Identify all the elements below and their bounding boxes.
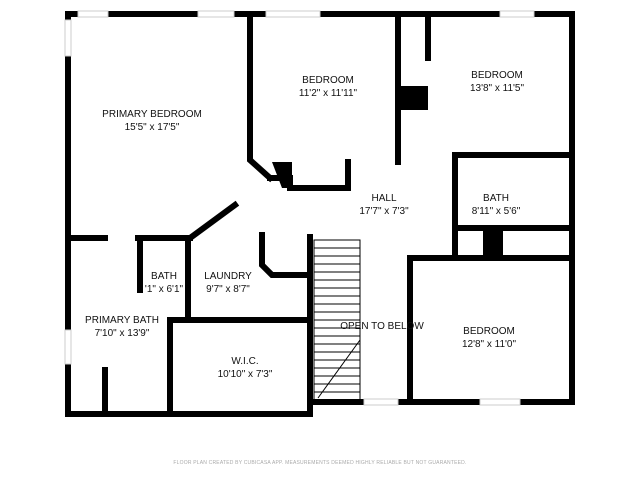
room-size: 13'8" x 11'5" [469, 83, 525, 94]
windows [64, 10, 535, 406]
room-hall: HALL 17'7" x 7'3" [359, 192, 408, 218]
room-open-to-below: OPEN TO BELOW [340, 320, 424, 333]
room-name: BEDROOM [463, 326, 515, 337]
room-name: BEDROOM [302, 75, 354, 86]
room-size: '1" x 6'1" [144, 284, 184, 295]
stairs [313, 239, 361, 401]
room-name: PRIMARY BATH [85, 315, 159, 326]
room-laundry: LAUNDRY 9'7" x 8'7" [204, 270, 252, 296]
room-size: 9'7" x 8'7" [206, 284, 250, 295]
room-size: 17'7" x 7'3" [359, 206, 409, 217]
room-name: BATH [151, 271, 177, 282]
room-name: PRIMARY BEDROOM [102, 109, 202, 120]
room-size: 8'11" x 5'6" [471, 206, 521, 217]
room-primary-bedroom: PRIMARY BEDROOM 15'5" x 17'5" [102, 108, 202, 134]
room-size: 7'10" x 13'9" [94, 328, 150, 339]
room-name: OPEN TO BELOW [340, 321, 424, 332]
room-name: LAUNDRY [204, 271, 252, 282]
room-bedroom-4: BEDROOM 12'8" x 11'0" [462, 325, 516, 351]
room-size: 10'10" x 7'3" [217, 369, 273, 380]
room-name: W.I.C. [231, 356, 259, 367]
room-wic: W.I.C. 10'10" x 7'3" [218, 355, 273, 381]
room-bedroom-2: BEDROOM 11'2" x 11'11" [299, 74, 357, 100]
room-bath: BATH 8'11" x 5'6" [472, 192, 521, 218]
walls [65, 11, 575, 417]
corner-block [272, 162, 292, 188]
room-size: 15'5" x 17'5" [124, 122, 180, 133]
fixture-block [483, 228, 503, 258]
room-size: 11'2" x 11'11" [298, 88, 358, 99]
room-name: HALL [371, 193, 397, 204]
room-name: BEDROOM [471, 70, 523, 81]
room-name: BATH [483, 193, 509, 204]
closet-block [398, 86, 428, 110]
room-bedroom-3: BEDROOM 13'8" x 11'5" [470, 69, 524, 95]
room-size: 12'8" x 11'0" [461, 339, 517, 350]
footer-disclaimer: FLOOR PLAN CREATED BY CUBICASA APP. MEAS… [173, 460, 467, 466]
room-bath-small: BATH '1" x 6'1" [145, 270, 183, 296]
room-primary-bath: PRIMARY BATH 7'10" x 13'9" [85, 314, 159, 340]
